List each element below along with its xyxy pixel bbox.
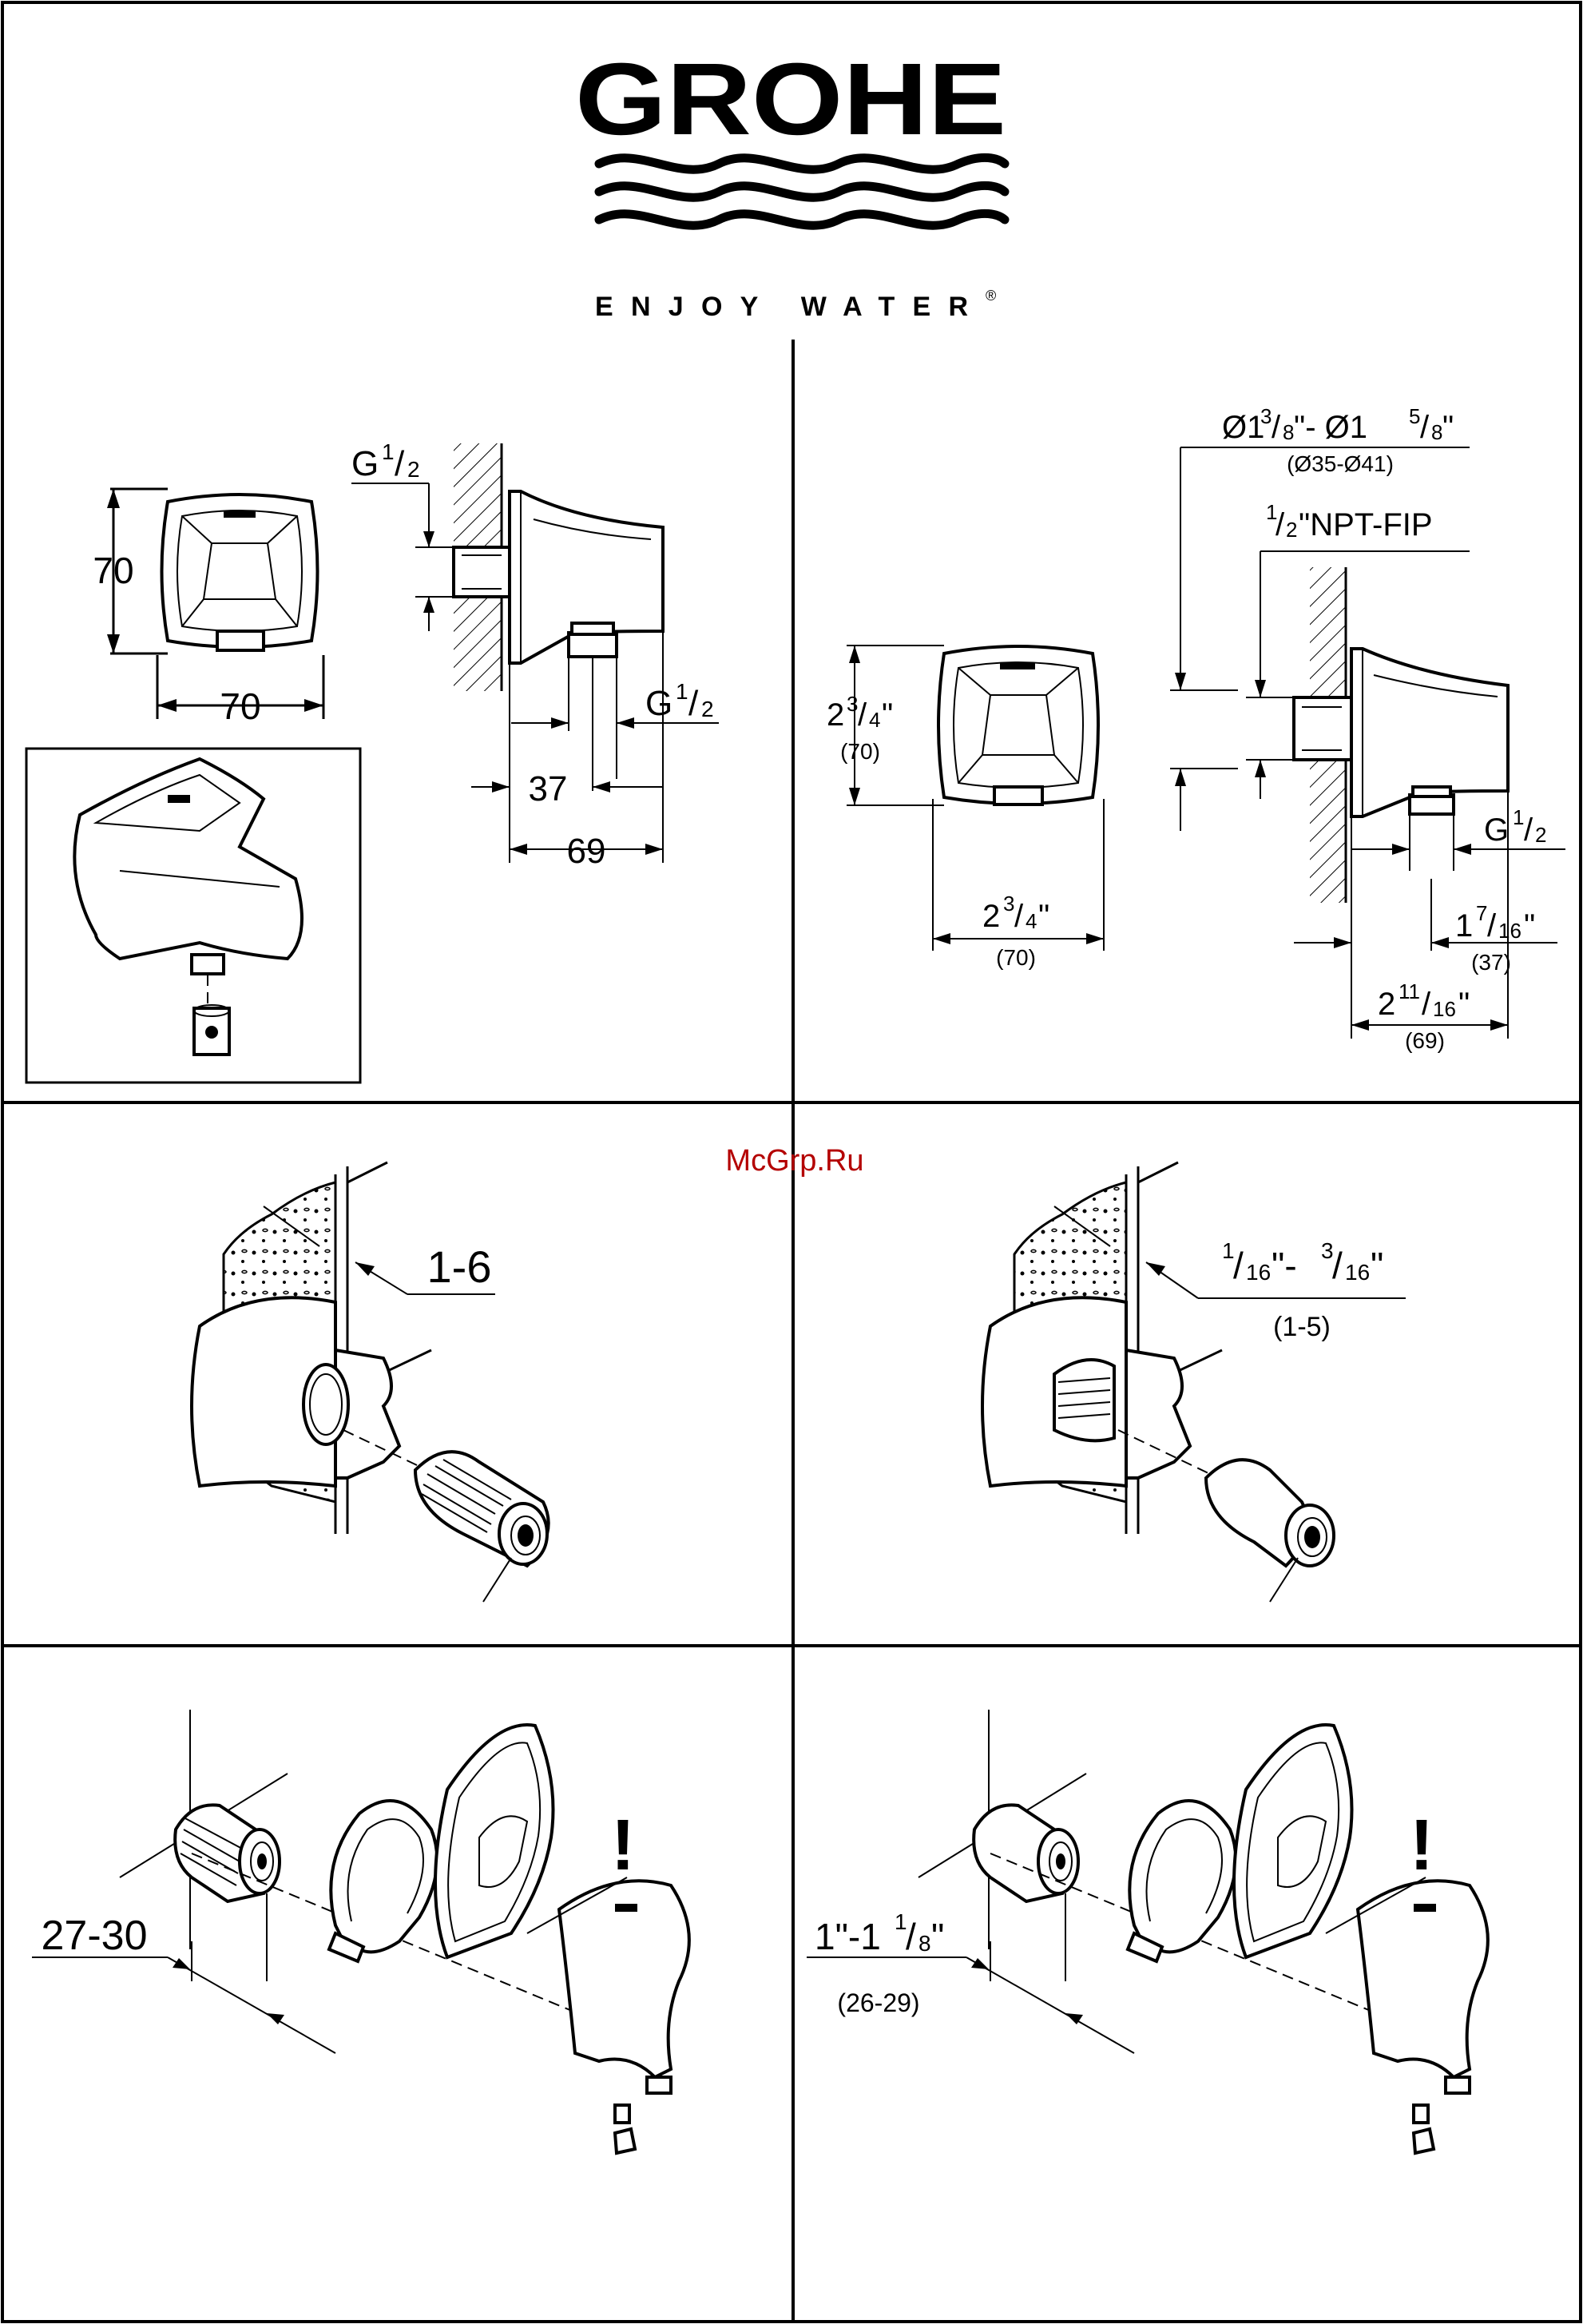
metric-height-label: 70 xyxy=(93,550,133,591)
svg-text:/: / xyxy=(858,697,867,733)
imp-height-whole: 2 xyxy=(827,697,844,733)
water-waves-icon xyxy=(599,157,1005,225)
imp-fip-den: 2 xyxy=(1286,518,1297,542)
imp-height-tail: " xyxy=(882,697,893,733)
imp-depth-outlet-whole: 1 xyxy=(1455,908,1473,944)
metric-thread-top-base: G xyxy=(351,444,379,483)
imp-cutout-metric: (Ø35-Ø41) xyxy=(1287,451,1394,476)
imp-thread-outlet-num: 1 xyxy=(1513,805,1524,829)
metric-depth-total: 69 xyxy=(567,832,606,871)
imp-height-metric: (70) xyxy=(840,739,880,764)
imp-depth-outlet-num: 7 xyxy=(1476,901,1487,925)
imp-thread-outlet-den: 2 xyxy=(1535,823,1546,847)
registered-mark: ® xyxy=(986,288,996,304)
imp-depth-total-tail: " xyxy=(1458,987,1470,1022)
rosette-ring-icon xyxy=(329,1801,437,1961)
step2-imp-tail: " xyxy=(931,1916,944,1957)
warning-exclamation-icon: ! xyxy=(611,1806,635,1885)
imp-depth-total-whole: 2 xyxy=(1378,987,1395,1022)
svg-text:/: / xyxy=(1272,410,1281,445)
svg-text:/: / xyxy=(1487,908,1497,944)
imp-width-whole: 2 xyxy=(982,899,1000,934)
watermark: McGrp.Ru xyxy=(725,1144,863,1178)
step1-imp-d1: 16 xyxy=(1246,1260,1271,1285)
svg-text:/: / xyxy=(1233,1245,1244,1286)
step2-imp-metric: (26-29) xyxy=(837,1988,919,2017)
svg-text:/: / xyxy=(1014,899,1024,934)
step2-warning: ! xyxy=(611,1806,635,1885)
metric-thread-outlet-den: 2 xyxy=(701,697,714,721)
install-step2-imperial: ! 1"-1 1 / 8 " (26-29) xyxy=(807,1710,1488,2153)
nipple-adapter-icon xyxy=(415,1452,549,1566)
imp-cutout-d2: 8 xyxy=(1431,420,1442,444)
product-perspective-box xyxy=(26,749,360,1083)
imp-depth-outlet-tail: " xyxy=(1524,908,1535,944)
imp-depth-outlet-metric: (37) xyxy=(1471,950,1511,975)
svg-text:/: / xyxy=(906,1916,916,1957)
svg-text:/: / xyxy=(1332,1245,1343,1286)
step2-imp-den: 8 xyxy=(918,1931,931,1956)
metric-thread-top-num: 1 xyxy=(382,439,395,464)
step1-imp-mid: "- xyxy=(1272,1245,1297,1286)
imp-cutout-d1: 8 xyxy=(1283,420,1294,444)
svg-text:/: / xyxy=(1420,410,1430,445)
install-step2-metric: ! 27-30 xyxy=(32,1710,689,2153)
metric-thread-outlet-num: 1 xyxy=(676,679,688,704)
imp-width-tail: " xyxy=(1038,899,1049,934)
metric-thread-outlet-base: G xyxy=(645,684,672,723)
metric-thread-top-den: 2 xyxy=(407,457,420,482)
step1-imp-metric: (1-5) xyxy=(1273,1312,1331,1342)
escutcheon-plate-icon xyxy=(435,1725,553,1957)
metric-width-label: 70 xyxy=(220,685,260,727)
imp-thread-outlet-base: G xyxy=(1484,812,1509,848)
step2-metric-label: 27-30 xyxy=(42,1913,148,1959)
imp-width-num: 3 xyxy=(1003,892,1014,916)
svg-text:/: / xyxy=(395,444,405,483)
install-step1-imperial: 1 / 16 "- 3 / 16 " (1-5) xyxy=(982,1162,1406,1602)
imp-depth-total-num: 11 xyxy=(1399,979,1420,1003)
imp-cutout-n1: 3 xyxy=(1260,404,1272,428)
svg-text:/: / xyxy=(1422,987,1431,1022)
svg-text:/: / xyxy=(688,684,699,723)
svg-text:/: / xyxy=(1524,812,1533,848)
imperial-front-view: 2 3 / 4 " (70) 2 3 / 4 " (70) xyxy=(827,646,1104,970)
imp-cutout-sep: "- Ø1 xyxy=(1294,410,1367,445)
imp-fip-text: "NPT-FIP xyxy=(1299,507,1433,542)
imp-depth-total-metric: (69) xyxy=(1405,1028,1445,1053)
imp-height-den: 4 xyxy=(869,708,880,732)
imp-depth-outlet-den: 16 xyxy=(1498,919,1522,943)
install-step1-metric: 1-6 xyxy=(192,1162,549,1602)
svg-text:/: / xyxy=(1276,507,1285,542)
imp-width-metric: (70) xyxy=(996,945,1036,970)
imp-cutout-tail: " xyxy=(1442,410,1454,445)
imp-cutout-t1: Ø1 xyxy=(1222,410,1264,445)
metric-depth-outlet: 37 xyxy=(529,769,568,808)
step1-imp-tail: " xyxy=(1371,1245,1383,1286)
step1-imp-d2: 16 xyxy=(1345,1260,1370,1285)
imp-cutout-n2: 5 xyxy=(1409,404,1420,428)
imp-width-den: 4 xyxy=(1026,909,1037,933)
imp-height-num: 3 xyxy=(847,692,858,716)
imp-depth-total-den: 16 xyxy=(1433,997,1456,1021)
metric-side-view: G 1 / 2 G 1 / 2 37 69 xyxy=(351,439,719,871)
grohe-logo: GROHE xyxy=(575,42,1006,225)
svg-text:!: ! xyxy=(1410,1806,1434,1885)
imperial-side-view: Ø1 3 / 8 "- Ø1 5 / 8 " (Ø35-Ø41) 1 / 2 "… xyxy=(1170,404,1565,1053)
brand-name: GROHE xyxy=(575,42,1006,157)
metric-front-view: 70 70 xyxy=(93,489,323,727)
tagline: ENJOY WATER xyxy=(595,292,978,322)
step2-imp-t1: 1"-1 xyxy=(815,1916,881,1957)
step1-metric-label: 1-6 xyxy=(427,1241,492,1292)
